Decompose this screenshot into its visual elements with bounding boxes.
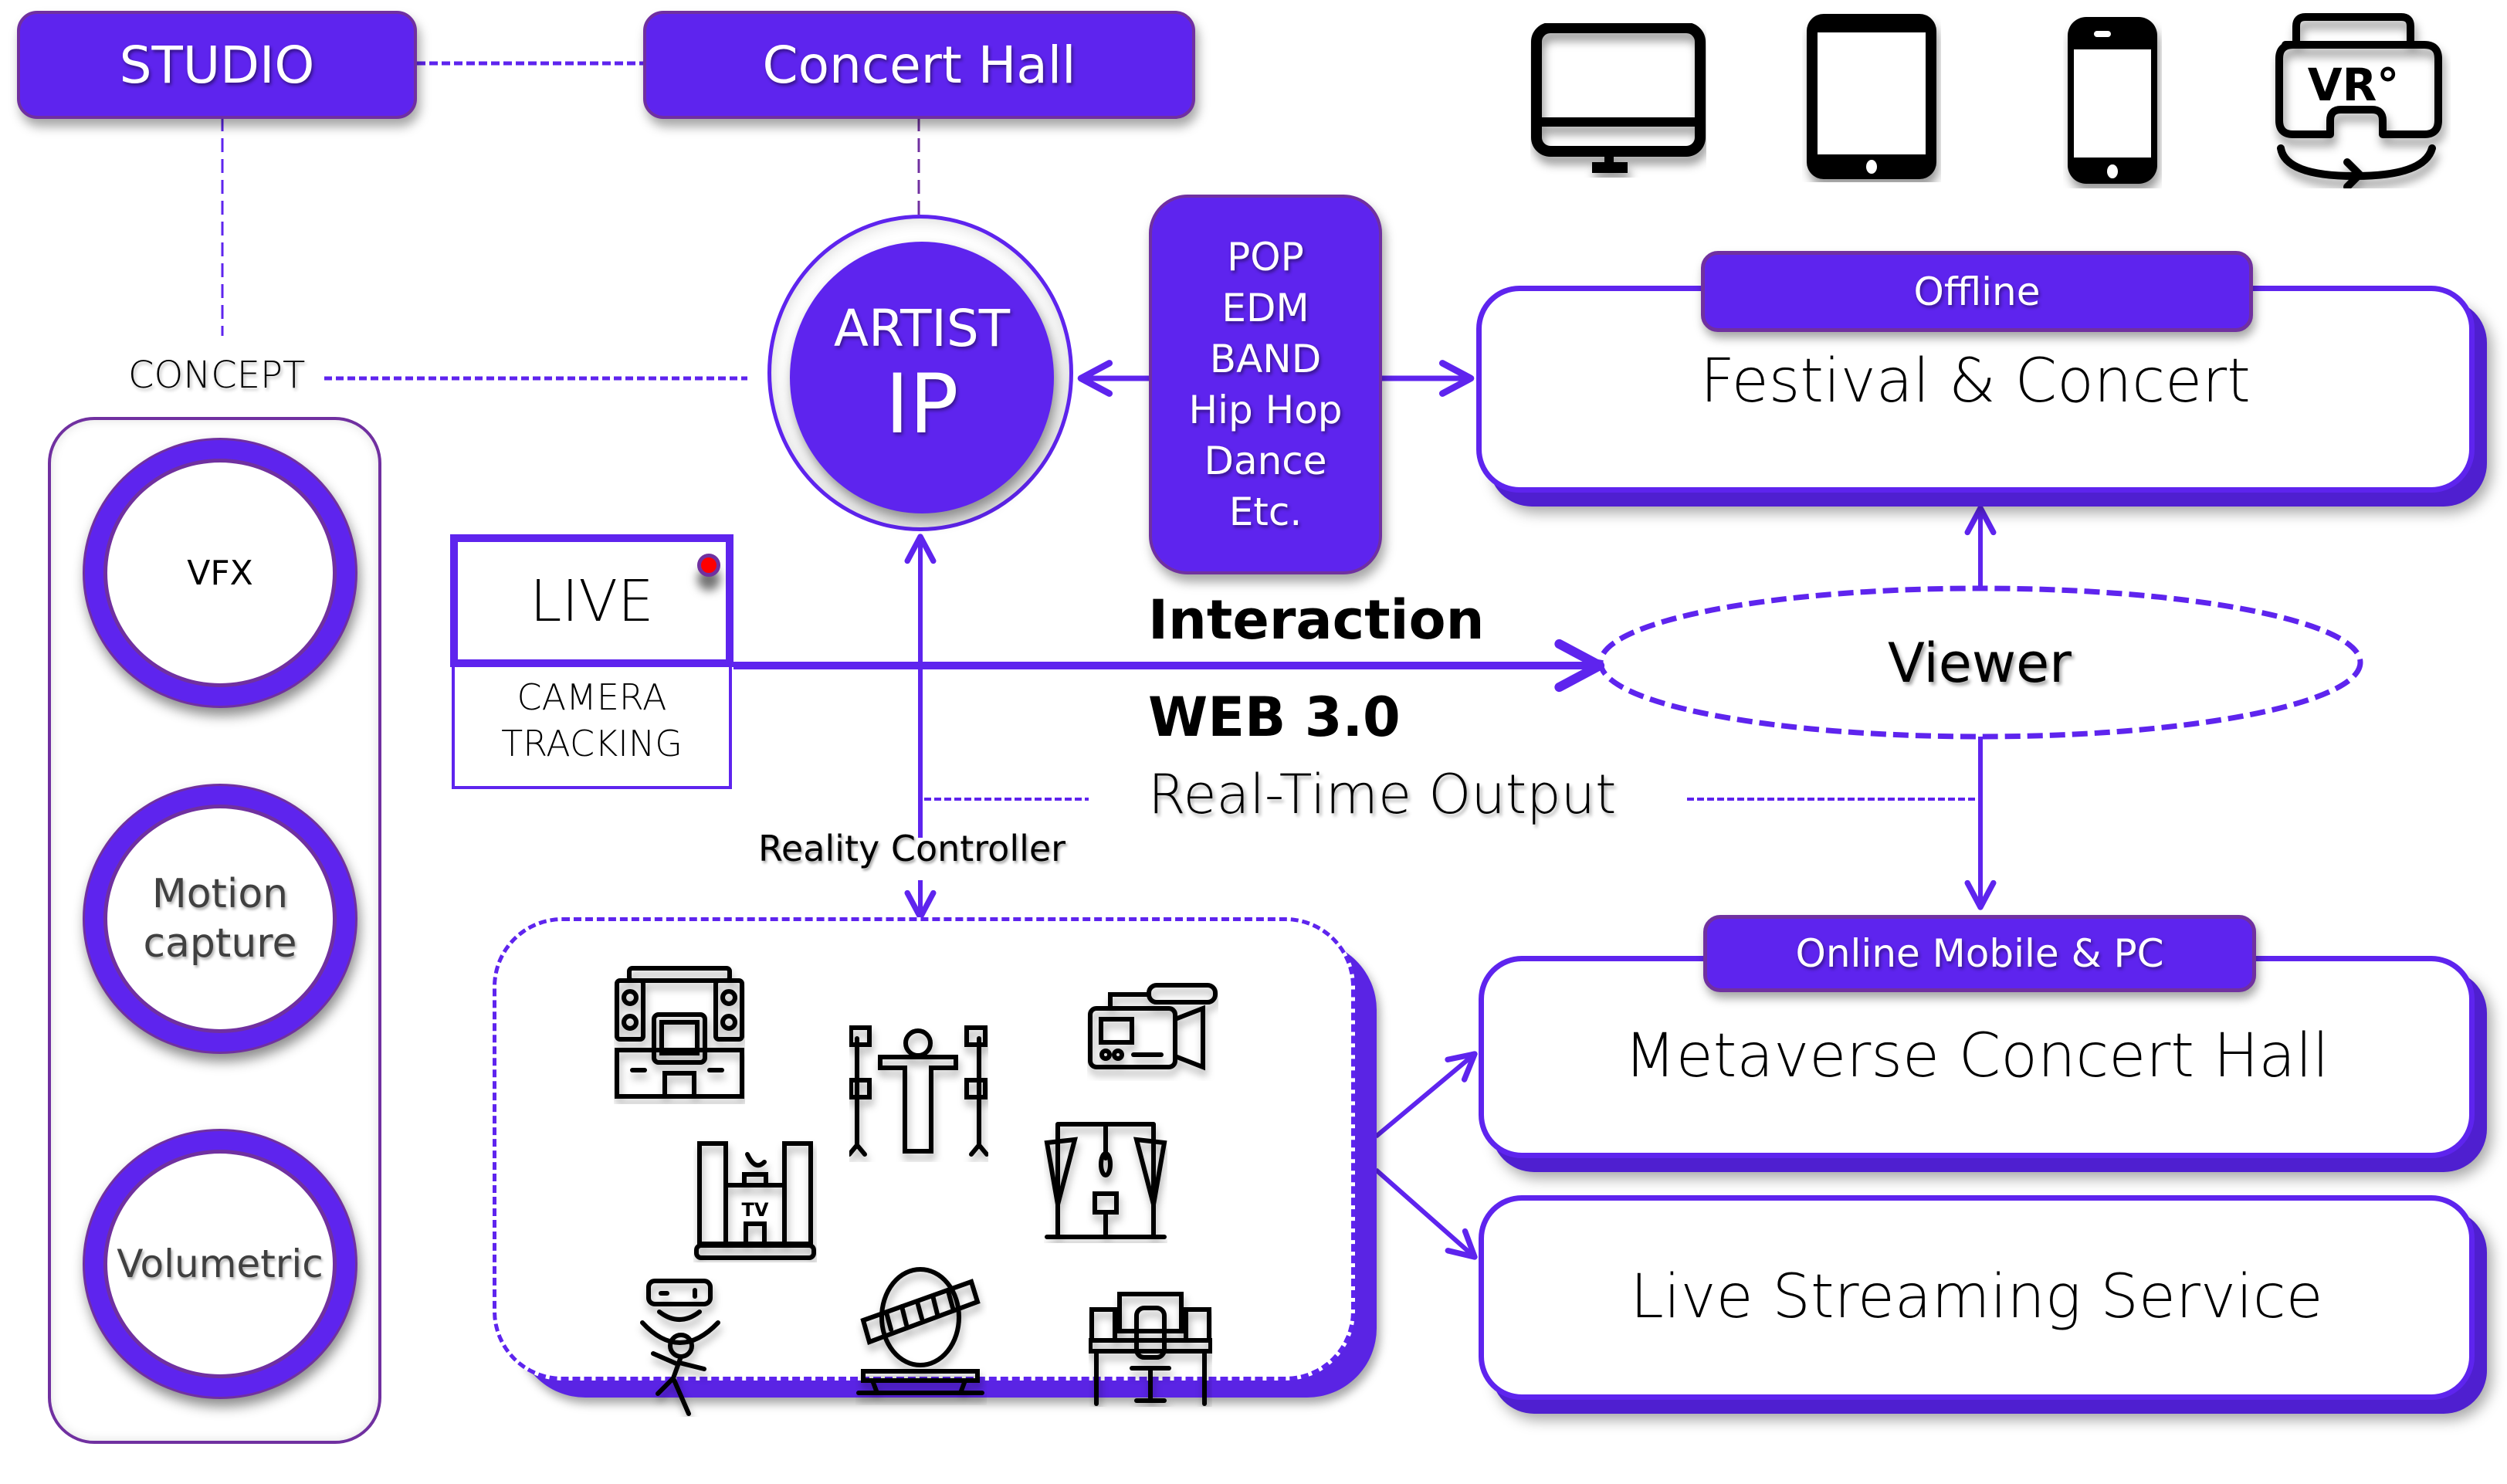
motion-capture-rig-icon bbox=[849, 1025, 988, 1157]
genre-item: Dance bbox=[1204, 439, 1327, 483]
genre-item: Hip Hop bbox=[1188, 388, 1343, 432]
live-label: LIVE bbox=[530, 568, 654, 635]
volumetric-label: Volumetric bbox=[117, 1242, 324, 1286]
ip-label: IP bbox=[885, 357, 959, 452]
vr-label: VR° bbox=[2308, 59, 2400, 111]
live-indicator-dot bbox=[697, 554, 720, 577]
festival-concert-box[interactable]: Festival & Concert bbox=[1476, 286, 2475, 493]
video-camera-icon bbox=[1088, 983, 1218, 1071]
tv-sign: TV bbox=[742, 1199, 769, 1221]
genres-box[interactable]: POP EDM BAND Hip Hop Dance Etc. bbox=[1149, 195, 1382, 574]
genre-item: EDM bbox=[1221, 286, 1309, 330]
studio-label: STUDIO bbox=[119, 35, 315, 95]
artist-ip-node[interactable]: ARTIST IP bbox=[790, 242, 1054, 513]
concept-label: CONCEPT bbox=[128, 354, 306, 397]
online-label: Online Mobile & PC bbox=[1795, 931, 2164, 976]
interaction-label: Interaction bbox=[1148, 588, 1485, 652]
technique-motion-capture[interactable]: Motion capture bbox=[83, 784, 357, 1054]
web3-label: WEB 3.0 bbox=[1148, 686, 1401, 749]
tv-station-icon: TV bbox=[694, 1141, 816, 1260]
motion-label-2: capture bbox=[143, 920, 297, 967]
production-to-streaming-arrow bbox=[1374, 1167, 1478, 1260]
production-to-metaverse-arrow bbox=[1374, 1051, 1478, 1139]
stage-set-icon bbox=[1044, 1122, 1167, 1239]
desktop-monitor-icon bbox=[1531, 23, 1706, 173]
metaverse-concert-hall-label: Metaverse Concert Hall bbox=[1624, 1022, 2329, 1091]
genre-item: POP bbox=[1227, 235, 1304, 280]
broadcast-console-icon bbox=[615, 966, 744, 1099]
technique-vfx[interactable]: VFX bbox=[83, 438, 357, 708]
live-streaming-service-label: Live Streaming Service bbox=[1630, 1262, 2323, 1332]
camera-tracking-box[interactable]: CAMERA TRACKING bbox=[452, 667, 732, 789]
camera-label: CAMERA bbox=[517, 676, 667, 718]
online-tab[interactable]: Online Mobile & PC bbox=[1703, 915, 2256, 992]
genre-item: Etc. bbox=[1228, 490, 1303, 534]
vfx-label: VFX bbox=[187, 553, 253, 593]
vr-headset-icon: VR° bbox=[2275, 13, 2442, 188]
offline-tab[interactable]: Offline bbox=[1701, 251, 2253, 332]
festival-concert-label: Festival & Concert bbox=[1700, 347, 2251, 416]
genre-item: BAND bbox=[1209, 337, 1322, 381]
live-box[interactable]: LIVE bbox=[450, 534, 733, 667]
artist-label: ARTIST bbox=[833, 299, 1011, 358]
sensor-tracking-icon bbox=[640, 1279, 720, 1416]
live-streaming-service-box[interactable]: Live Streaming Service bbox=[1479, 1195, 2475, 1400]
globe-film-icon bbox=[856, 1267, 984, 1395]
concert-hall-label: Concert Hall bbox=[762, 35, 1076, 95]
tracking-label: TRACKING bbox=[501, 723, 683, 764]
studio-box[interactable]: STUDIO bbox=[17, 11, 417, 119]
smartphone-icon bbox=[2068, 17, 2157, 184]
tablet-icon bbox=[1807, 14, 1936, 179]
editing-desk-icon bbox=[1089, 1292, 1212, 1406]
reality-controller-label: Reality Controller bbox=[758, 828, 1066, 869]
motion-label-1: Motion bbox=[151, 871, 289, 917]
viewer-label[interactable]: Viewer bbox=[1888, 632, 2072, 695]
technique-volumetric[interactable]: Volumetric bbox=[83, 1129, 357, 1399]
offline-label: Offline bbox=[1913, 269, 2041, 314]
techniques-panel bbox=[48, 417, 381, 1444]
realtime-output-label: Real-Time Output bbox=[1148, 763, 1617, 826]
concert-hall-box[interactable]: Concert Hall bbox=[643, 11, 1195, 119]
